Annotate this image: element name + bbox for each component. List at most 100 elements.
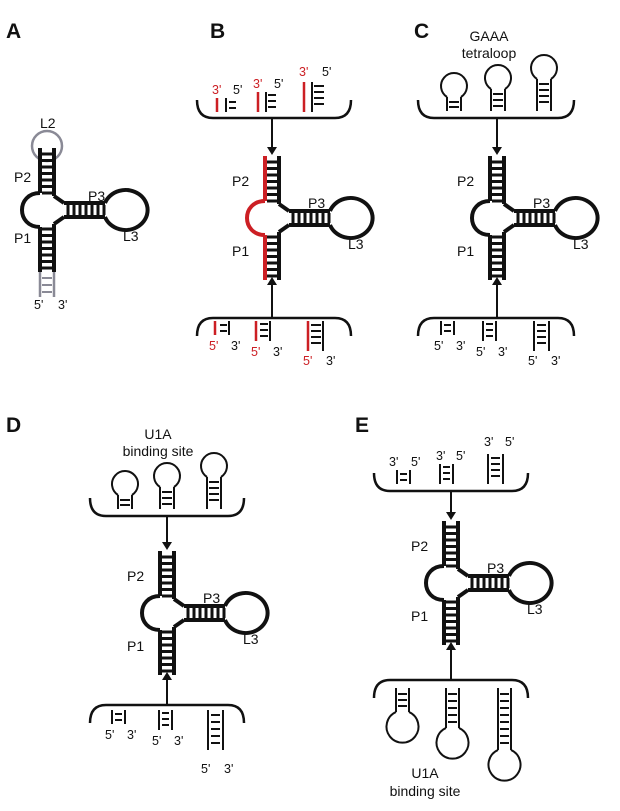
panel-d-letter: D	[6, 414, 21, 437]
panel-c-top-label-line1: GAAA	[470, 28, 510, 44]
panel-d-bottom-5prime-3: 5'	[201, 762, 210, 776]
panel-c-hairpin-short	[440, 72, 468, 111]
panel-e-junction-junction-strand	[424, 564, 445, 602]
panel-d-label-p3: P3	[203, 590, 220, 606]
panel-b-junction-junction-strand	[245, 199, 266, 237]
panel-a-label-p2: P2	[14, 169, 31, 185]
panel-a-junction-p3-connector-top	[52, 194, 66, 205]
panel-c-top-arrowhead	[492, 147, 502, 155]
panel-c-bottom-bracket	[416, 316, 576, 337]
panel-c-hairpin-long	[530, 54, 558, 111]
panel-b-label-p3: P3	[308, 195, 325, 211]
panel-c-hairpin-library	[440, 54, 558, 111]
panel-a-junction	[20, 148, 150, 272]
panel-d: D U1A binding site P2 P1 P3	[6, 414, 270, 776]
panel-b-top-5prime-2: 5'	[274, 77, 283, 91]
panel-d-bottom-library	[111, 710, 224, 750]
panel-e-hairpin-long	[487, 688, 522, 782]
panel-e-top-5prime-3: 5'	[505, 435, 514, 449]
panel-c-top-label-line2: tetraloop	[462, 45, 517, 61]
panel-b-letter: B	[210, 20, 225, 43]
panel-e-top-3prime-1: 3'	[389, 455, 398, 469]
panel-b-junction-loop-l3	[328, 196, 375, 240]
panel-b-bottom-3prime-3: 3'	[326, 354, 335, 368]
panel-d-top-label-line1: U1A	[144, 426, 172, 442]
panel-d-bottom-3prime-2: 3'	[174, 734, 183, 748]
panel-b-top-arrowhead	[267, 147, 277, 155]
panel-e-label-l3: L3	[527, 601, 543, 617]
panel-a-end-5: 5'	[34, 298, 43, 312]
panel-e-top-3prime-2: 3'	[436, 449, 445, 463]
panel-c-label-p2: P2	[457, 173, 474, 189]
panel-b-bottom-5prime-1: 5'	[209, 339, 218, 353]
panel-c-bottom-library	[440, 321, 550, 351]
panel-c: C GAAA tetraloop P2 P1 P3	[414, 20, 600, 368]
panel-e-bottom-bracket	[372, 678, 530, 699]
panel-b-bottom-arrowhead	[267, 277, 277, 285]
panel-e-hairpin-medium	[435, 688, 470, 760]
panel-e-junction-p3-connector-top	[456, 567, 470, 578]
panel-b-label-l3: L3	[348, 236, 364, 252]
panel-b-junction	[245, 156, 375, 280]
panel-b-bottom-5prime-2: 5'	[251, 345, 260, 359]
panel-a-label-p3: P3	[88, 188, 105, 204]
panel-a-label-l3: L3	[123, 228, 139, 244]
panel-d-hairpin-library	[111, 452, 228, 509]
panel-e-hairpin-short	[385, 688, 420, 744]
panel-b-bottom-bracket	[195, 316, 353, 337]
panel-d-top-label-line2: binding site	[123, 443, 194, 459]
panel-e-top-3prime-3: 3'	[484, 435, 493, 449]
panel-d-junction-p3-connector-bottom	[172, 618, 186, 629]
panel-b-bottom-3prime-1: 3'	[231, 339, 240, 353]
panel-a: A L2 P2 P1 P3 L3 5' 3'	[6, 20, 150, 312]
panel-d-bottom-5prime-2: 5'	[152, 734, 161, 748]
panel-b-top-bracket	[195, 99, 353, 120]
panel-e-hairpin-library	[385, 688, 522, 782]
panel-a-junction-loop-l3	[103, 188, 150, 232]
panel-d-bottom-bracket	[88, 703, 246, 724]
panel-b-label-p2: P2	[232, 173, 249, 189]
panel-a-junction-junction-strand	[20, 191, 41, 229]
panel-c-bottom-5prime-1: 5'	[434, 339, 443, 353]
panel-d-junction-p3-connector-top	[172, 597, 186, 608]
panel-e-top-5prime-1: 5'	[411, 455, 420, 469]
panel-d-label-p2: P2	[127, 568, 144, 584]
panel-c-label-p1: P1	[457, 243, 474, 259]
panel-b-top-3prime-1: 3'	[212, 83, 221, 97]
panel-a-junction-p3-connector-bottom	[52, 215, 66, 226]
panel-a-label-l2: L2	[40, 115, 56, 131]
panel-c-letter: C	[414, 20, 429, 43]
panel-b-junction-p3-connector-bottom	[277, 223, 291, 234]
panel-e-bottom-arrowhead	[446, 642, 456, 650]
panel-b-junction-p3-connector-top	[277, 202, 291, 213]
panel-b-top-library: 3' 5' 3' 5' 3' 5'	[212, 65, 331, 112]
panel-d-label-l3: L3	[243, 631, 259, 647]
panel-d-label-p1: P1	[127, 638, 144, 654]
panel-b: B 3' 5' 3' 5' 3' 5' P	[195, 20, 375, 368]
panel-c-bottom-arrowhead	[492, 277, 502, 285]
panel-c-label-p3: P3	[533, 195, 550, 211]
panel-b-label-p1: P1	[232, 243, 249, 259]
panel-c-bottom-5prime-2: 5'	[476, 345, 485, 359]
panel-e: E 3' 5' 3' 5' 3' 5' P2 P1 P3 L3	[355, 414, 554, 799]
panel-d-hairpin-medium	[153, 462, 181, 509]
panel-d-hairpin-long	[200, 452, 228, 509]
panel-d-bottom-3prime-1: 3'	[127, 728, 136, 742]
panel-d-junction-loop-l3	[223, 591, 270, 635]
panel-e-bottom-label-line1: U1A	[411, 765, 439, 781]
panel-e-bottom-label-line2: binding site	[390, 783, 461, 799]
panel-e-top-arrowhead	[446, 512, 456, 520]
panel-c-junction-p3-connector-top	[502, 202, 516, 213]
panel-d-top-arrowhead	[162, 542, 172, 550]
panel-b-bottom-5prime-3: 5'	[303, 354, 312, 368]
panel-b-bottom-3prime-2: 3'	[273, 345, 282, 359]
panel-c-junction-loop-l3	[553, 196, 600, 240]
panel-e-label-p2: P2	[411, 538, 428, 554]
panel-d-junction-junction-strand	[140, 594, 161, 632]
panel-d-bottom-5prime-1: 5'	[105, 728, 114, 742]
panel-c-bottom-3prime-1: 3'	[456, 339, 465, 353]
panel-e-label-p1: P1	[411, 608, 428, 624]
panel-d-junction	[140, 551, 270, 675]
panel-d-bottom-arrowhead	[162, 672, 172, 680]
